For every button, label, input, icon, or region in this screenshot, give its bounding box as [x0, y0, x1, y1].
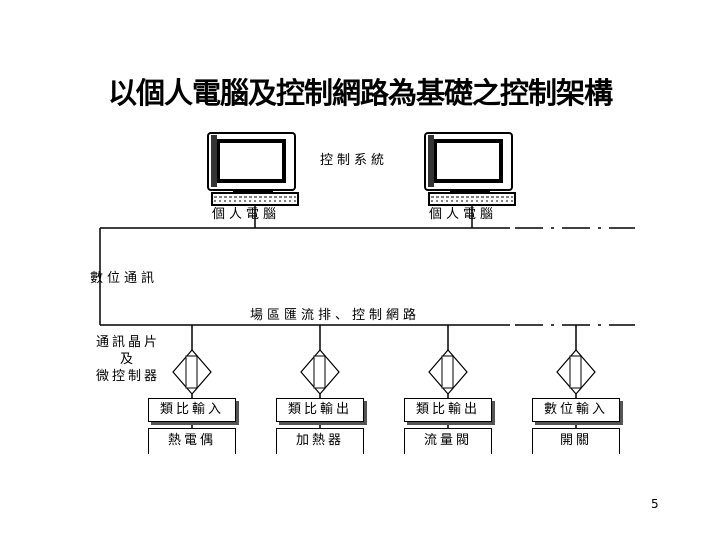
module-type-2: 類比輸出 — [276, 398, 364, 422]
comm-chip-line-1: 通訊晶片 — [95, 335, 160, 350]
microcontroller-4-icon — [556, 349, 596, 398]
module-type-1: 類比輸入 — [148, 398, 236, 422]
page-number: 5 — [651, 497, 659, 511]
microcontroller-2-icon — [300, 349, 340, 398]
control-system-label: 控制系統 — [320, 153, 389, 168]
device-1: 熱電偶 — [148, 428, 236, 454]
device-4: 開關 — [532, 428, 620, 454]
computer-2-icon — [424, 132, 516, 206]
digital-comm-bus — [99, 205, 635, 325]
comm-chip-label: 通訊晶片 及 微控制器 — [88, 334, 168, 385]
microcontroller-1-icon — [172, 349, 212, 398]
computer-2-label: 個人電腦 — [429, 207, 498, 222]
computer-1-icon — [207, 132, 299, 206]
device-3: 流量閥 — [404, 428, 492, 454]
field-bus-label: 場區匯流排、控制網路 — [250, 308, 421, 323]
module-type-4: 數位輸入 — [532, 398, 620, 422]
computer-1-label: 個人電腦 — [212, 207, 281, 222]
device-2: 加熱器 — [276, 428, 364, 454]
module-type-3: 類比輸出 — [404, 398, 492, 422]
digital-comm-label: 數位通訊 — [90, 271, 159, 286]
page-title: 以個人電腦及控制網路為基礎之控制架構 — [107, 76, 613, 110]
comm-chip-line-2: 及 — [119, 352, 136, 367]
microcontroller-3-icon — [428, 349, 468, 398]
comm-chip-line-3: 微控制器 — [95, 369, 160, 384]
